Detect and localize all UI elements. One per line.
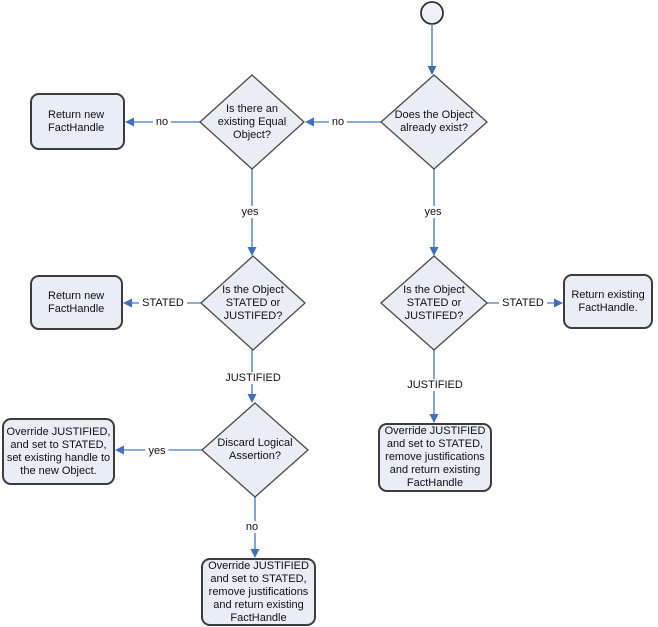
edge-label-justified-right: JUSTIFIED	[404, 379, 466, 391]
decision-already-exists-shape	[380, 74, 488, 170]
edge-label-no-discard: no	[242, 521, 262, 533]
action-override-set-handle: Override JUSTIFIED, and set to STATED, s…	[2, 418, 115, 485]
arrowhead-exists-yes	[429, 247, 439, 256]
edge-label-no-exist: no	[328, 116, 348, 128]
decision-existing-equal-shape	[199, 74, 305, 170]
action-override-return-bottom: Override JUSTIFIED and set to STATED, re…	[201, 558, 316, 626]
action-return-existing: Return existing FactHandle.	[563, 274, 653, 329]
decision-stated-right-label: Is the Object STATED or JUSTIFED?	[403, 283, 465, 322]
decision-stated-right-shape	[380, 255, 488, 351]
arrowhead-discard-yes	[115, 445, 124, 455]
action-override-return-right: Override JUSTIFIED and set to STATED, re…	[378, 423, 492, 492]
edge-label-no-equal: no	[152, 116, 172, 128]
edge-label-stated-right: STATED	[499, 297, 547, 309]
arrowhead-start-to-exists	[427, 66, 437, 75]
edge-label-stated-left: STATED	[139, 297, 187, 309]
arrowhead-discard-no	[250, 549, 260, 558]
arrowhead-equal-no	[125, 117, 134, 127]
edge-label-justified-left: JUSTIFIED	[222, 372, 284, 384]
arrowhead-stated-right	[554, 298, 563, 308]
decision-discard-logical-label: Discard Logical Assertion?	[217, 437, 293, 462]
arrowhead-exists-no	[305, 117, 314, 127]
arrowhead-justified-right	[429, 414, 439, 423]
decision-stated-left-label: Is the Object STATED or JUSTIFED?	[222, 283, 284, 322]
action-return-new-mid: Return new FactHandle	[30, 275, 123, 330]
decision-discard-logical-shape	[201, 402, 309, 498]
start-node	[420, 1, 444, 25]
decision-already-exists-label: Does the Object already exist?	[394, 109, 474, 134]
edge-label-yes-left: yes	[238, 206, 262, 218]
arrowhead-stated-left	[123, 298, 132, 308]
decision-stated-left-shape	[200, 255, 306, 351]
action-return-new-top: Return new FactHandle	[30, 93, 125, 150]
arrowhead-equal-yes	[247, 247, 257, 256]
decision-existing-equal-label: Is there an existing Equal Object?	[217, 102, 287, 141]
arrowhead-justified-left	[247, 394, 257, 403]
edge-label-yes-discard: yes	[145, 445, 169, 457]
edge-label-yes-right: yes	[421, 206, 445, 218]
